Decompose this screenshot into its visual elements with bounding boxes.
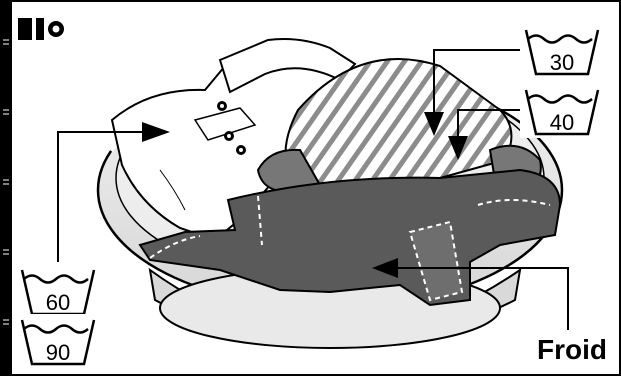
wash-tub-60-icon: 60 xyxy=(16,262,98,318)
temp-30-label: 30 xyxy=(550,50,574,75)
temp-60-label: 60 xyxy=(46,290,70,315)
wash-tub-40-icon: 40 xyxy=(520,82,602,138)
wash-tub-90-icon: 90 xyxy=(16,314,98,370)
wash-mode-icon xyxy=(14,14,66,44)
wash-tub-30-icon: 30 xyxy=(520,22,602,78)
temp-40-label: 40 xyxy=(550,110,574,135)
cold-label: Froid xyxy=(537,334,607,366)
temp-90-label: 90 xyxy=(46,340,70,365)
